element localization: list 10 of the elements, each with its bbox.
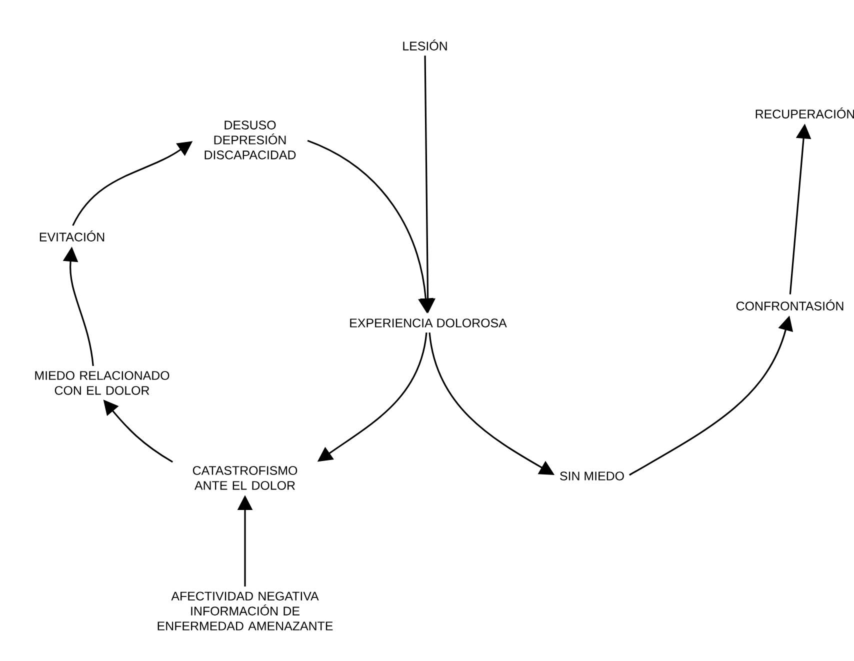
node-label: CATASTROFISMO ANTE EL DOLOR: [192, 466, 298, 490]
node-label: CONFRONTASIÓN: [736, 300, 844, 310]
node-label: EXPERIENCIA DOLOROSA: [350, 318, 507, 328]
node-label: DESUSO DEPRESIÓN DISCAPACIDAD: [204, 120, 296, 160]
node-label: LESIÓN: [403, 40, 447, 50]
node-label: MIEDO RELACIONADO CON EL DOLOR: [35, 371, 170, 395]
node-label: RECUPERACIÓN: [756, 108, 854, 118]
node-label: EVITACIÓN: [40, 230, 104, 242]
node-label: SIN MIEDO: [560, 472, 624, 480]
node-label: AFECTIVIDAD NEGATIVA INFORMACIÓN DE ENFERMEDAD AMENAZANTE: [158, 592, 333, 630]
